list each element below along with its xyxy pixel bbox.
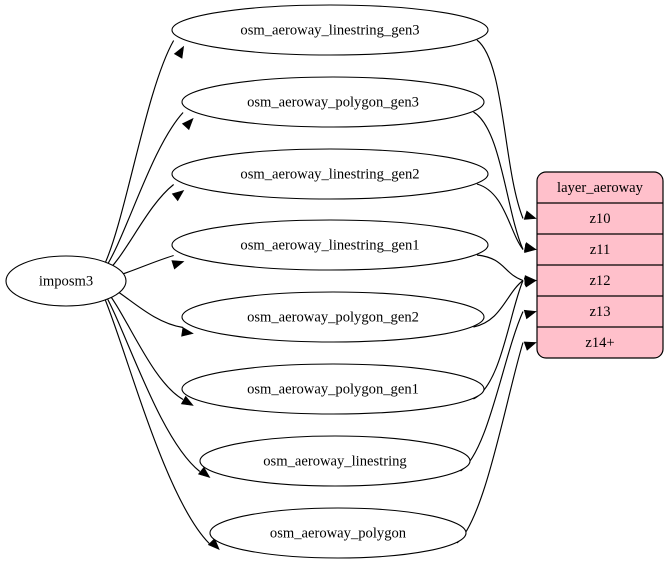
- record-row-label-z12: z12: [589, 273, 610, 289]
- edge-arrowhead-source-6: [197, 466, 211, 479]
- edge-source-1-to-row-1: [473, 111, 524, 250]
- node-shape-0: [171, 4, 489, 56]
- edge-arrowhead-row-6: [523, 309, 537, 320]
- edge-source-0-to-row-0: [476, 39, 524, 219]
- record-node-layer: layer_aeroway z10 z11 z12 z13 z14+: [536, 171, 664, 359]
- edge-source-5-to-row-2: [473, 280, 524, 400]
- record-row-label-z13: z13: [589, 304, 610, 320]
- edge-arrowhead-source-0: [173, 45, 185, 59]
- edge-arrowhead-source-5: [180, 395, 194, 406]
- node-osm_aeroway_linestring_gen2[interactable]: osm_aeroway_linestring_gen2: [171, 148, 489, 200]
- edge-arrowhead-source-2: [171, 190, 185, 202]
- node-shape-6: [199, 435, 471, 487]
- edge-imposm3-to-source-6: [102, 290, 201, 472]
- edge-arrowhead-source-3: [171, 260, 185, 270]
- node-osm_aeroway_linestring_gen1[interactable]: osm_aeroway_linestring_gen1: [171, 219, 489, 271]
- edge-arrowhead-row-5: [523, 278, 537, 288]
- node-label-6: osm_aeroway_linestring: [263, 453, 407, 469]
- node-label-0: osm_aeroway_linestring_gen3: [240, 22, 419, 38]
- node-shape-1: [181, 76, 485, 128]
- node-label-4: osm_aeroway_polygon_gen2: [247, 309, 419, 325]
- edge-arrowhead-source-1: [181, 117, 194, 131]
- node-imposm3[interactable]: imposm3: [5, 255, 127, 307]
- edge-arrowhead-source-4: [181, 327, 194, 337]
- node-label-3: osm_aeroway_linestring_gen1: [240, 237, 419, 253]
- edge-source-4-to-row-2: [473, 280, 524, 328]
- node-shape-4: [181, 291, 485, 343]
- edge-arrowhead-row-0: [523, 210, 537, 220]
- edge-imposm3-to-source-1: [102, 112, 184, 272]
- node-layer-aeroway[interactable]: layer_aeroway z10 z11 z12 z13 z14+: [536, 171, 664, 359]
- node-shape-3: [171, 219, 489, 271]
- node-label-7: osm_aeroway_polygon: [270, 525, 407, 541]
- node-osm_aeroway_polygon_gen2[interactable]: osm_aeroway_polygon_gen2: [181, 291, 485, 343]
- node-imposm3-label: imposm3: [39, 273, 93, 289]
- node-osm_aeroway_linestring[interactable]: osm_aeroway_linestring: [199, 435, 471, 487]
- record-row-label-z10: z10: [589, 211, 610, 227]
- edge-imposm3-to-source-0: [102, 40, 175, 268]
- edge-imposm3-to-source-5: [102, 286, 184, 400]
- edge-source-7-to-row-4: [456, 342, 524, 544]
- edge-imposm3-to-source-2: [102, 184, 174, 276]
- edge-arrowhead-row-2: [524, 243, 537, 254]
- node-shape-2: [171, 148, 489, 200]
- node-osm_aeroway_polygon_gen3[interactable]: osm_aeroway_polygon_gen3: [181, 76, 485, 128]
- record-header-label: layer_aeroway: [557, 180, 644, 196]
- edge-imposm3-to-source-7: [102, 294, 210, 544]
- edge-source-2-to-row-1: [476, 183, 524, 250]
- node-label-1: osm_aeroway_polygon_gen3: [247, 94, 419, 110]
- node-shape-7: [209, 507, 467, 559]
- node-label-5: osm_aeroway_polygon_gen1: [247, 381, 419, 397]
- node-osm_aeroway_polygon[interactable]: osm_aeroway_polygon: [209, 507, 467, 559]
- record-row-label-z11: z11: [590, 242, 611, 258]
- record-row-label-z14+: z14+: [585, 335, 614, 351]
- node-osm_aeroway_polygon_gen1[interactable]: osm_aeroway_polygon_gen1: [181, 363, 485, 415]
- edge-arrowhead-source-7: [207, 538, 220, 551]
- edge-source-3-to-row-2: [476, 254, 524, 282]
- node-shape-5: [181, 363, 485, 415]
- edge-arrowhead-row-7: [523, 341, 537, 351]
- node-label-2: osm_aeroway_linestring_gen2: [240, 166, 419, 182]
- nodes-layer: imposm3 osm_aeroway_linestring_gen3 osm_ae…: [5, 4, 489, 559]
- node-osm_aeroway_linestring_gen3[interactable]: osm_aeroway_linestring_gen3: [171, 4, 489, 56]
- edges-layer: [102, 39, 537, 551]
- node-imposm3-shape: [5, 255, 127, 307]
